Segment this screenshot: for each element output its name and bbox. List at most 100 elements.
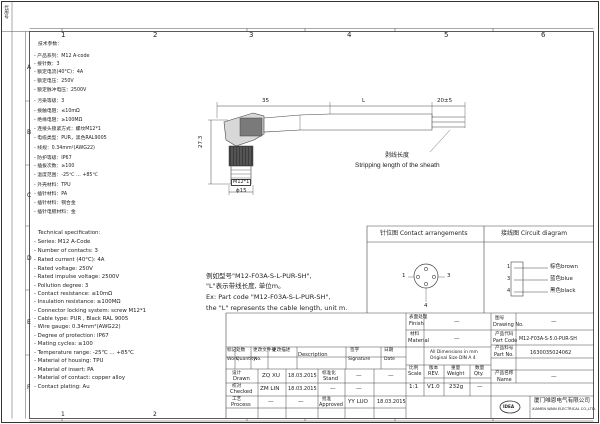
example-line-4: the "L" represents the cable length, uni… bbox=[206, 304, 348, 312]
product-name-value: — bbox=[551, 374, 557, 380]
finish-cn: 表面处理 bbox=[409, 315, 428, 320]
spec-cn-item: - 温度范围：-25℃ … +85℃ bbox=[34, 173, 98, 178]
product-name-cn: 产品名称 bbox=[495, 371, 514, 376]
spec-cn-item: - 接针数：3 bbox=[34, 62, 60, 67]
product-name-label: Name bbox=[497, 377, 512, 383]
spec-en-item: - Contact resistance: ≤10mΩ bbox=[34, 291, 113, 297]
spec-cn-item: - 额定电流(40°C)：4A bbox=[34, 70, 84, 75]
rev-sig-cn: 签字 bbox=[350, 348, 360, 353]
rev-quantity-cn: 处数 bbox=[236, 348, 246, 353]
row-letter-d: D bbox=[27, 255, 32, 262]
rev-description: Description bbox=[298, 352, 328, 358]
row-letter-a: A bbox=[27, 64, 32, 71]
spec-en-item: - Rated current (40°C): 4A bbox=[34, 257, 105, 263]
quantity-value: — bbox=[477, 384, 483, 390]
rev-desc-cn: 更改描述 bbox=[272, 348, 291, 353]
spec-cn-item: - 线规：0.34mm²(AWG22) bbox=[34, 146, 95, 151]
spec-cn-item: - 产品系列：M12 A-code bbox=[34, 54, 90, 59]
rev-date-cn: 日期 bbox=[384, 348, 394, 353]
spec-cn-item: - 绝缘电阻：≥100MΩ bbox=[34, 118, 83, 123]
dim-l: L bbox=[362, 98, 366, 104]
rev-no: No. bbox=[254, 357, 262, 362]
spec-cn-item: - 外壳材料：TPU bbox=[34, 183, 71, 188]
spec-cn-item: - 电缆类型：PUR，黑色RAL9005 bbox=[34, 136, 107, 141]
spec-en-item: - Connector locking system: screw M12*1 bbox=[34, 308, 147, 314]
spec-en-item: - Pollution degree: 3 bbox=[34, 283, 89, 289]
approved-label: Approved bbox=[319, 402, 343, 408]
strip-length-en: Stripping length of the sheath bbox=[355, 162, 440, 169]
col-number-6: 6 bbox=[541, 31, 546, 39]
process-label: Process bbox=[231, 402, 251, 408]
drawn-cn: 设计 bbox=[232, 371, 242, 376]
wire-blue: 蓝色blue bbox=[550, 276, 573, 282]
version-cn: 版本 bbox=[429, 366, 439, 371]
spec-en-item: - Material of housing: TPU bbox=[34, 358, 104, 364]
row-letter-f: F bbox=[27, 384, 31, 391]
circuit-number-1: 1 bbox=[507, 264, 511, 270]
spec-en-item: - Contact plating: Au bbox=[34, 384, 90, 390]
company-logo bbox=[499, 400, 521, 414]
approved-name: YY LUO bbox=[348, 399, 368, 405]
example-box bbox=[225, 312, 594, 419]
spec-en-item: - Rated voltage: 250V bbox=[34, 266, 93, 272]
drawing-no-value: — bbox=[551, 319, 557, 325]
finish-value: — bbox=[454, 319, 460, 325]
company-name-cn: 厦门唯恩电气有限公司 bbox=[534, 398, 590, 404]
rev-work: Work bbox=[227, 357, 239, 362]
thread-label: M12*1 bbox=[231, 179, 252, 186]
pin-label-1: 1 bbox=[402, 273, 406, 279]
units-note-line-2: Original Size DIN A 4 bbox=[430, 356, 476, 361]
spec-en-item: - Degree of protection: IP67 bbox=[34, 333, 109, 339]
col-number-2-bottom: 2 bbox=[153, 411, 157, 418]
finish-label: Finish bbox=[409, 321, 424, 327]
row-ticks bbox=[25, 100, 30, 356]
dim-height: 27.3 bbox=[198, 135, 204, 148]
drawing-no-label: Drawing No. bbox=[493, 322, 524, 328]
scale-value: 1:1 bbox=[409, 384, 419, 390]
material-cn: 材料 bbox=[410, 332, 420, 337]
material-value: — bbox=[454, 336, 460, 342]
pin-label-3: 3 bbox=[447, 273, 451, 279]
material-label: Material bbox=[408, 338, 430, 344]
wire-brown: 棕色brown bbox=[550, 264, 578, 270]
part-code-label: Part Code bbox=[493, 338, 518, 344]
example-line-2: "L"表示带线长度, 单位m。 bbox=[206, 282, 285, 290]
stand-date: — bbox=[388, 373, 394, 379]
dim-diameter: ϕ15 bbox=[236, 188, 247, 194]
rev-quantity: Quantity bbox=[236, 357, 256, 362]
checked-stand-value: — bbox=[330, 386, 336, 392]
spec-en-item: - Number of contacts: 3 bbox=[34, 248, 98, 254]
weight-cn: 重量 bbox=[451, 366, 461, 371]
example-line-3: Ex: Part code "M12-F03A-S-L-PUR-SH", bbox=[206, 293, 331, 301]
spec-cn-item: - 额定电压：250V bbox=[34, 79, 74, 84]
col-number-2: 2 bbox=[153, 31, 158, 39]
approved-cn: 批准 bbox=[322, 397, 332, 402]
company-name-en: XIAMEN WAIN ELECTRICAL CO.,LTD. bbox=[532, 407, 596, 411]
quantity-label: Qty. bbox=[474, 371, 484, 377]
col-number-3: 3 bbox=[249, 31, 254, 39]
row-letter-c: C bbox=[27, 192, 32, 199]
part-no-cn: 产品料号 bbox=[495, 346, 514, 351]
wire-black: 黑色black bbox=[550, 288, 576, 294]
weight-value: 232g bbox=[449, 384, 464, 390]
example-line-1: 例如型号"M12-F03A-S-L-PUR-SH", bbox=[206, 272, 312, 280]
dim-tail: 20±5 bbox=[437, 98, 453, 104]
col-number-4: 4 bbox=[347, 31, 352, 39]
rev-signature: Signature bbox=[348, 357, 371, 362]
rev-file-cn: 更改文件号 bbox=[253, 348, 276, 353]
circuit-number-4: 4 bbox=[507, 288, 511, 294]
column-ticks bbox=[61, 28, 494, 421]
version-label: REV. bbox=[428, 371, 439, 377]
spec-cn-title: 技术参数： bbox=[38, 42, 62, 47]
rev-date: Date bbox=[384, 357, 395, 362]
weight-label: Weight bbox=[447, 371, 465, 377]
drawing-no-cn: 图号 bbox=[495, 316, 505, 321]
part-no-value: 1630035024062 bbox=[530, 350, 572, 356]
spec-cn-item: - 插针材料：铜合金 bbox=[34, 201, 76, 206]
spec-cn-item: - 污染等级：3 bbox=[34, 99, 65, 104]
process-name: — bbox=[268, 399, 274, 405]
quantity-cn: 数量 bbox=[475, 366, 485, 371]
checked-stand-date: — bbox=[356, 386, 362, 392]
